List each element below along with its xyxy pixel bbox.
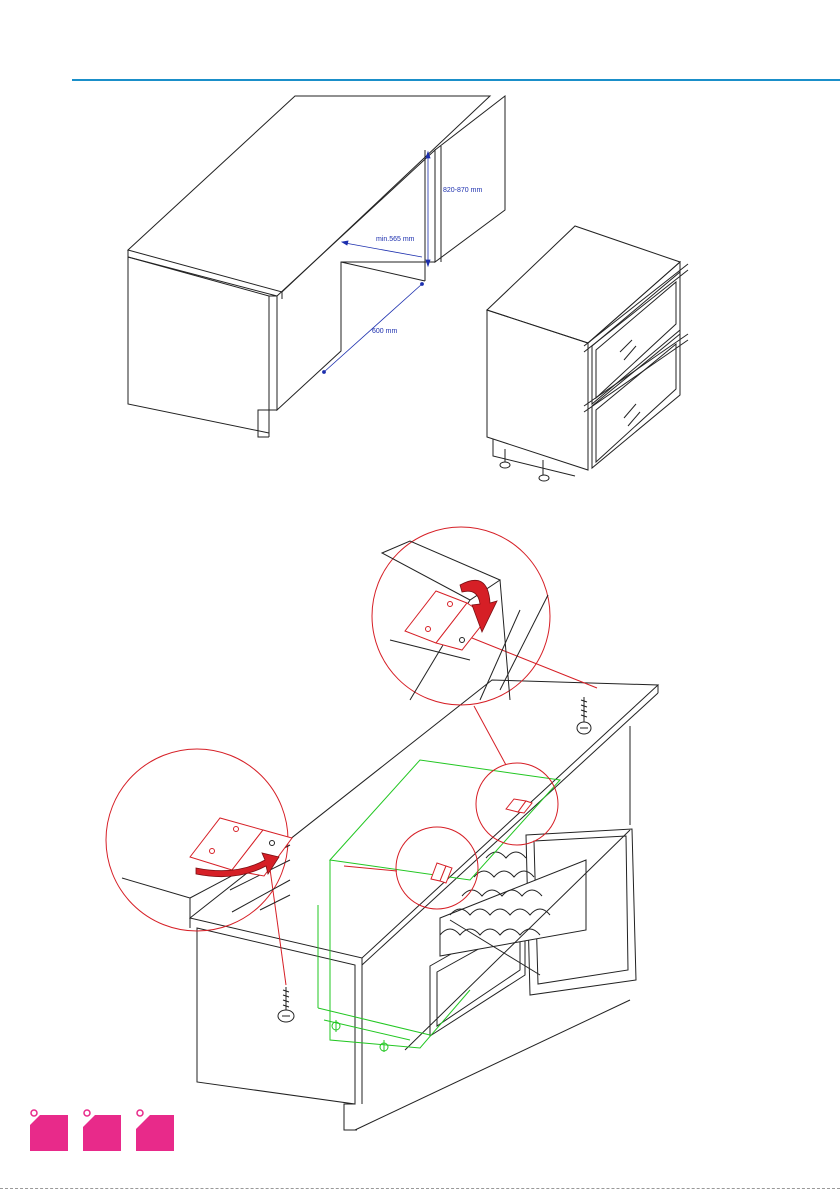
- badge-icon: [83, 1109, 121, 1151]
- badge-icon: [30, 1109, 68, 1151]
- niche-diagram: [128, 96, 505, 437]
- footer-rule: [0, 1188, 840, 1190]
- bracket-top: [405, 591, 488, 650]
- width-dimension-label: 600 mm: [372, 328, 397, 335]
- badge-icon: [136, 1109, 174, 1151]
- page-badges: [30, 1109, 174, 1151]
- depth-dimension-label: min.565 mm: [376, 236, 415, 243]
- screw-left: [278, 987, 294, 1022]
- appliance-unit-top: [487, 226, 688, 481]
- height-dimension-label: 820-870 mm: [443, 187, 482, 194]
